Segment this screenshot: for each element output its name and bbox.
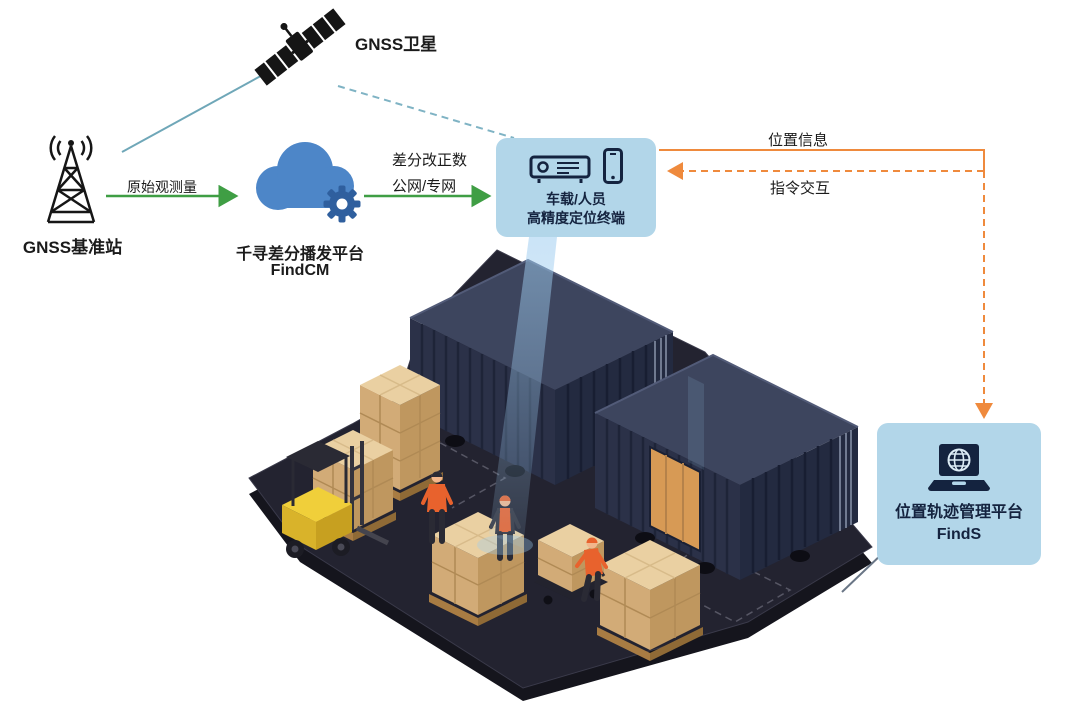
shipping-container-2: [594, 353, 859, 580]
terminal-icons: [529, 147, 623, 184]
positioning-beam: [489, 237, 557, 548]
forklift: [282, 441, 390, 558]
gear-icon: [323, 185, 361, 223]
cloud-shape: [256, 142, 354, 210]
laptop-globe-icon: [928, 444, 990, 492]
base-station-label: GNSS基准站: [22, 238, 123, 257]
diff-correction-label-line1: 差分改正数: [392, 152, 468, 169]
beam-glow: [477, 535, 533, 555]
vehicle-terminal-icon: [529, 155, 591, 183]
terminal-label-line1: 车载/人员: [546, 190, 606, 207]
edge-satellite-to-terminal: [337, 85, 515, 139]
signal-streak: [688, 376, 704, 470]
satellite-icon: [248, 2, 353, 97]
platform-label-line2: FindS: [936, 526, 982, 543]
location-info-label: 位置信息: [768, 132, 829, 149]
pallet-stack-3: [597, 540, 703, 661]
terminal-node: 车载/人员 高精度定位终端: [496, 138, 656, 237]
management-platform-node: 位置轨迹管理平台 FindS: [877, 423, 1041, 565]
cloud-label-line2: FindCM: [270, 262, 330, 279]
terminal-label-line2: 高精度定位终端: [527, 209, 625, 226]
radio-tower-icon: [14, 134, 129, 241]
worker-1: [421, 471, 453, 544]
cloud-gear-icon: [230, 128, 380, 238]
edge-satellite-to-base: [121, 71, 269, 153]
cloud-label-line1: 千寻差分播发平台: [235, 246, 364, 263]
smartphone-icon: [603, 147, 623, 184]
command-interaction-label: 指令交互: [770, 180, 831, 197]
finds-callout-tail: [841, 551, 885, 593]
raw-observation-label: 原始观测量: [127, 179, 197, 195]
connectors: [106, 71, 993, 593]
platform-label-line1: 位置轨迹管理平台: [894, 504, 1023, 522]
pallet-jack: [534, 524, 608, 605]
worker-3: [575, 537, 608, 602]
warehouse-illustration: [248, 237, 873, 701]
satellite-label: GNSS卫星: [355, 35, 438, 54]
edge-location-info: [659, 149, 985, 171]
diff-correction-label-line2: 公网/专网: [392, 178, 457, 195]
